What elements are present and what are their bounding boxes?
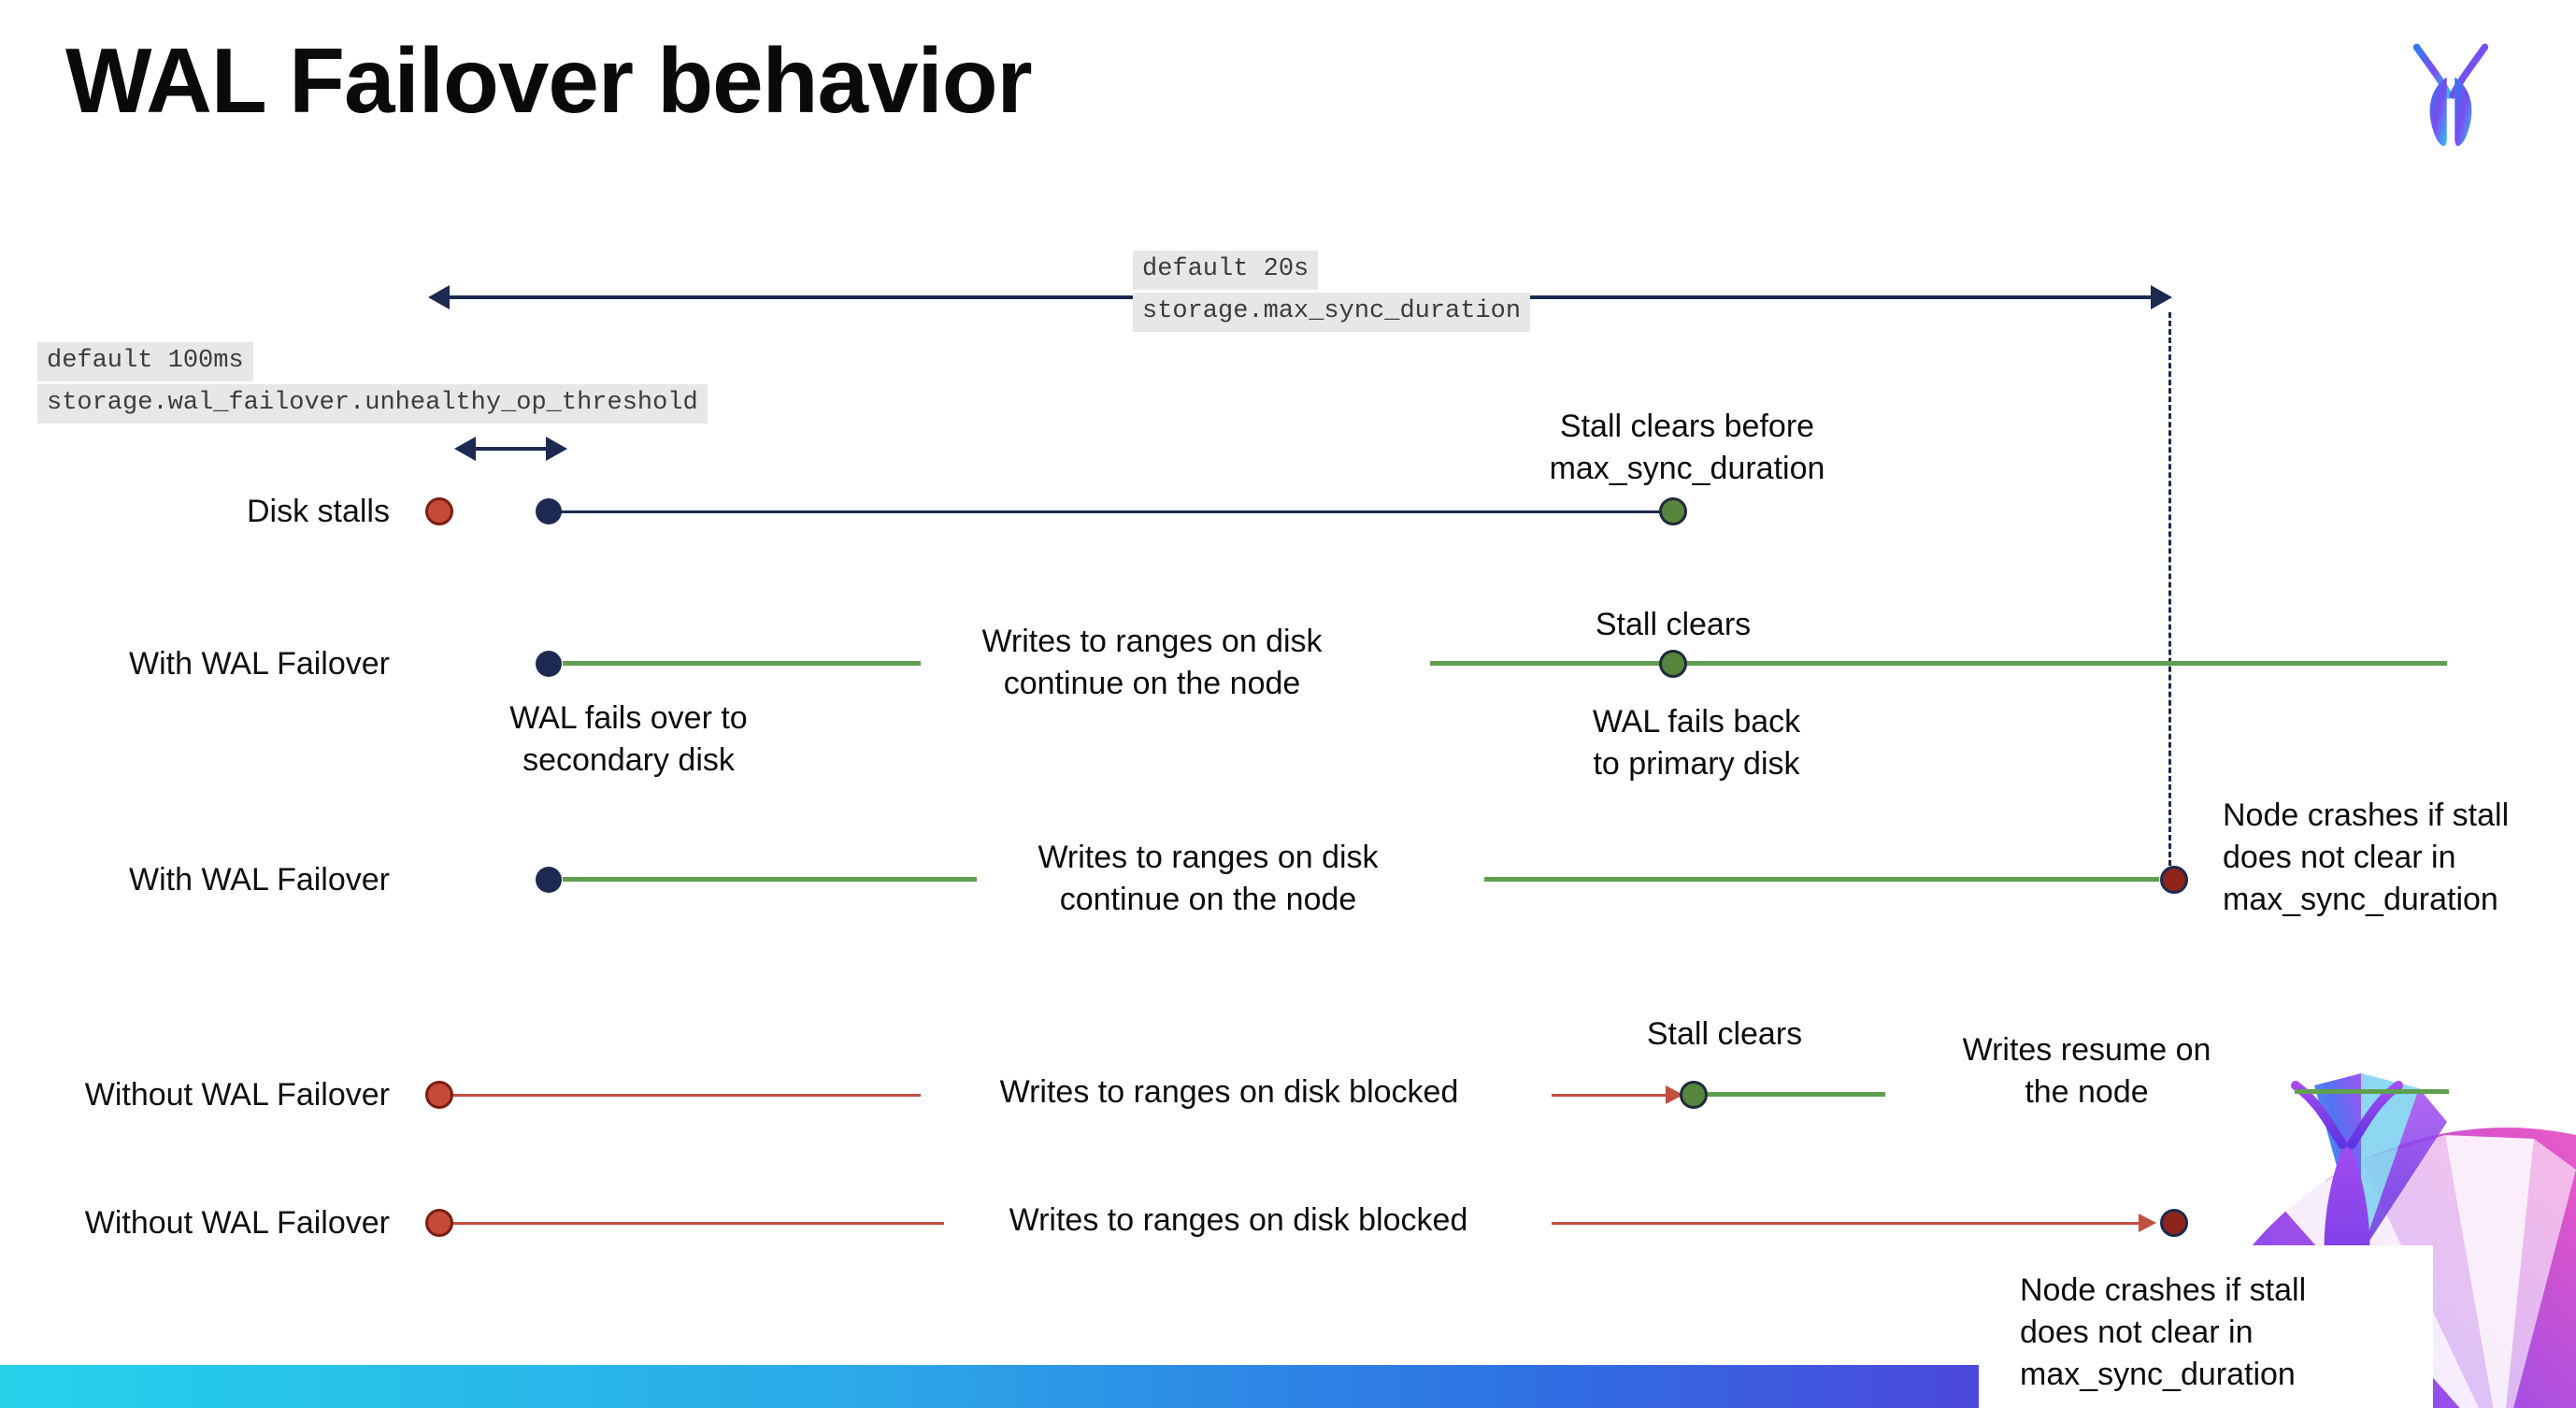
stall-clears-dot-row1: [1659, 497, 1687, 525]
row-label-with-wal-failover-1: With WAL Failover: [129, 646, 390, 682]
row-label-without-wal-failover-2: Without WAL Failover: [84, 1205, 390, 1241]
writes-continue-line-a-row3: [563, 877, 977, 882]
art-small-wing-b: [2361, 1073, 2419, 1254]
fails-back-note: WAL fails back to primary disk: [1592, 704, 1801, 783]
unhealthy-op-threshold-label: default 100ms storage.wal_failover.unhea…: [37, 342, 708, 426]
writes-blocked-note-row4: Writes to ranges on disk blocked: [999, 1074, 1459, 1110]
row-label-with-wal-failover-2: With WAL Failover: [129, 862, 390, 898]
writes-resume-note: Writes resume on the node: [1962, 1032, 2211, 1111]
threshold-arrowhead-right: [546, 437, 567, 461]
disk-stall-start-dot-row4: [425, 1081, 453, 1109]
logo-body-right: [2454, 77, 2472, 147]
threshold-default-label: default 100ms: [37, 342, 253, 381]
deadline-dashed-line: [2168, 312, 2171, 866]
writes-continue-note-row2: Writes to ranges on disk continue on the…: [981, 624, 1323, 702]
writes-blocked-line-a-row4: [452, 1094, 921, 1097]
node-crash-callout-box: Node crashes if stall does not clear in …: [1979, 1245, 2433, 1408]
writes-continue-line-a-row2: [563, 661, 921, 666]
failover-threshold-dot: [536, 498, 562, 524]
node-crash-dot-row3: [2160, 866, 2188, 894]
blocked-arrowhead-row4: [1666, 1085, 1683, 1104]
writes-blocked-line-b-row4: [1552, 1094, 1666, 1097]
writes-blocked-line-b-row5: [1552, 1222, 2139, 1225]
max-sync-duration-arrowhead-left: [428, 285, 450, 309]
writes-continue-note-row3: Writes to ranges on disk continue on the…: [1038, 840, 1379, 918]
page-title: WAL Failover behavior: [65, 29, 1033, 132]
writes-resume-line-b-row4: [2295, 1089, 2449, 1094]
writes-blocked-note-row5: Writes to ranges on disk blocked: [1009, 1202, 1468, 1238]
cockroachdb-logo-icon: [2412, 43, 2489, 147]
disk-stall-start-dot-row5: [425, 1209, 453, 1237]
row-label-without-wal-failover-1: Without WAL Failover: [84, 1077, 390, 1113]
blocked-arrowhead-row5: [2139, 1214, 2156, 1232]
fails-over-note: WAL fails over to secondary disk: [509, 700, 748, 779]
threshold-setting-name: storage.wal_failover.unhealthy_op_thresh…: [37, 383, 708, 424]
max-sync-setting-name: storage.max_sync_duration: [1133, 292, 1531, 332]
stall-clears-before-note: Stall clears before max_sync_duration: [1549, 409, 1825, 487]
threshold-arrow-line: [469, 447, 548, 451]
max-sync-duration-label: default 20s storage.max_sync_duration: [1133, 251, 1531, 335]
stall-clears-dot-row4: [1680, 1081, 1708, 1109]
node-crash-dot-row5: [2160, 1209, 2188, 1237]
disk-stall-start-dot: [425, 497, 453, 525]
node-crash-note-row5: Node crashes if stall does not clear in …: [2020, 1272, 2307, 1393]
writes-continue-line-b-row3: [1484, 877, 2159, 882]
node-crash-note-row3: Node crashes if stall does not clear in …: [2223, 797, 2510, 918]
threshold-arrowhead-left: [454, 437, 476, 461]
stall-clears-note-row2: Stall clears: [1595, 607, 1752, 642]
writes-resume-line-a-row4: [1708, 1092, 1885, 1097]
writes-continue-line-b-row2: [1430, 661, 2447, 666]
max-sync-duration-arrowhead-right: [2151, 285, 2172, 309]
art-small-wing-c: [2361, 1088, 2447, 1254]
writes-blocked-line-a-row5: [452, 1222, 944, 1225]
stall-clears-note-row4: Stall clears: [1646, 1016, 1803, 1052]
row-label-disk-stalls: Disk stalls: [246, 494, 390, 529]
logo-body-left: [2429, 77, 2447, 147]
stall-clears-dot-row2: [1659, 650, 1687, 678]
wal-failover-trigger-dot-row2: [536, 651, 562, 677]
disk-stall-timeline-line: [561, 510, 1662, 513]
wal-failover-trigger-dot-row3: [536, 867, 562, 893]
max-sync-default-label: default 20s: [1133, 251, 1319, 290]
